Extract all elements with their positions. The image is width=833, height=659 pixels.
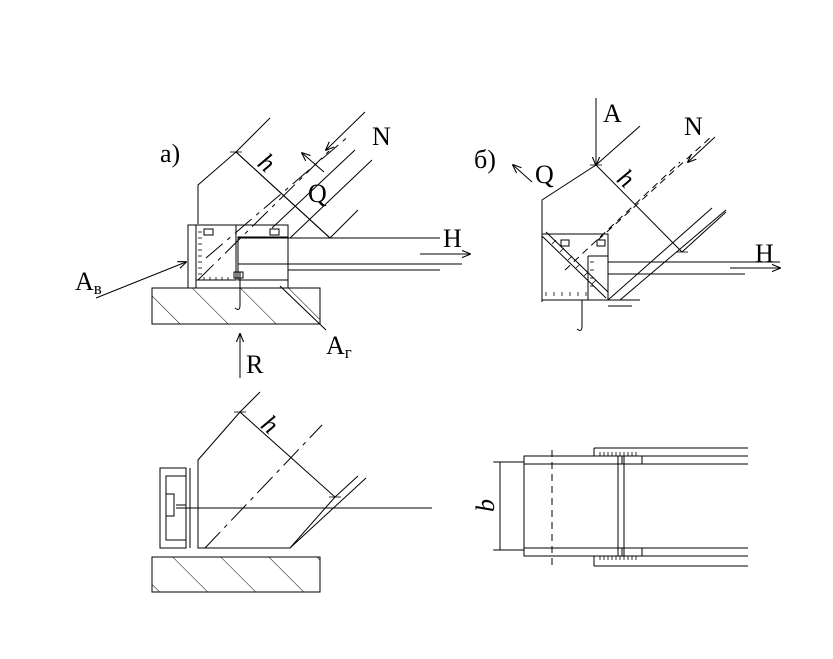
label-n-a: N	[372, 122, 391, 151]
column-outline-b	[541, 164, 683, 253]
figure-c: h	[151, 391, 432, 593]
figure-d: b	[471, 447, 748, 567]
label-r-a: R	[246, 350, 264, 379]
label-h-force-b: H	[755, 239, 774, 268]
label-b-d: b	[471, 499, 500, 512]
label-ag-a: Аг	[326, 331, 352, 362]
label-h-force-a: H	[443, 224, 462, 253]
column-outline-c	[197, 411, 336, 549]
label-n-b: N	[684, 112, 703, 141]
fig-b-caption: б)	[474, 145, 496, 174]
label-q-a: Q	[308, 179, 327, 208]
figure-b: б) A N Q h H	[474, 98, 780, 331]
label-h-c: h	[256, 409, 285, 440]
label-h-a: h	[252, 147, 281, 178]
label-q-b: Q	[535, 160, 554, 189]
label-a-b: A	[603, 99, 622, 128]
top-plate-d	[523, 455, 625, 557]
label-h-b: h	[612, 163, 641, 194]
label-av-a: Ав	[75, 267, 102, 298]
foundation-slab-c	[151, 556, 321, 593]
fig-a-caption: а)	[160, 139, 180, 168]
figure-a: а) N h Q H Ав Аг R	[75, 111, 470, 379]
